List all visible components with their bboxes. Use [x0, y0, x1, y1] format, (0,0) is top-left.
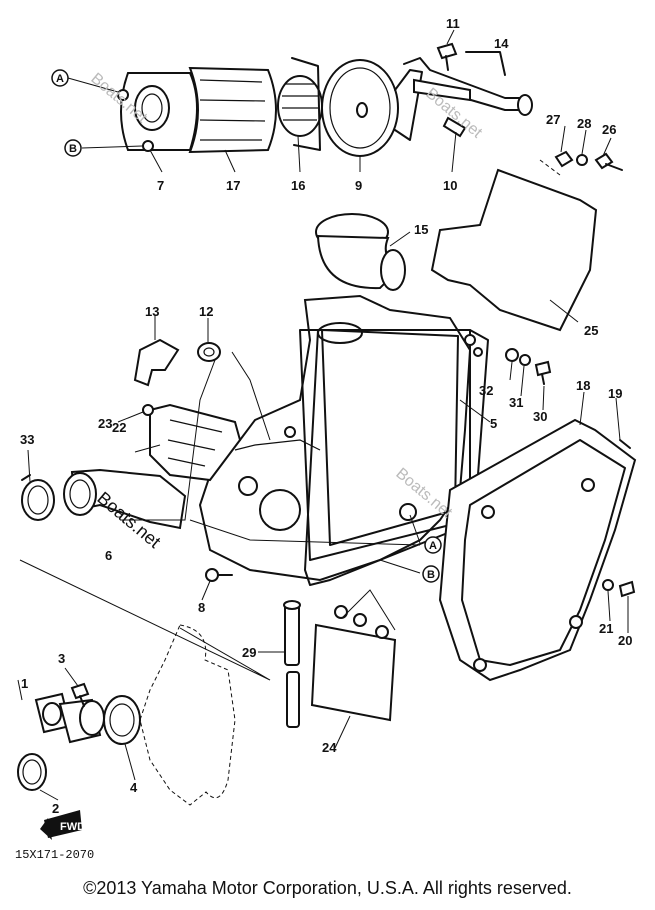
grommet-12-part — [197, 342, 221, 362]
pipe-29-part — [283, 600, 301, 728]
marker-a-top: A — [51, 69, 69, 87]
leader-lines — [17, 29, 629, 801]
part-number-label: 20 — [618, 633, 632, 648]
part-number-label: 31 — [509, 395, 523, 410]
part-number-label: 29 — [242, 645, 256, 660]
part-number-label: 13 — [145, 304, 159, 319]
part-number-label: 19 — [608, 386, 622, 401]
element-24-part — [310, 605, 397, 722]
part-number-label: 8 — [198, 600, 205, 615]
part-number-label: 26 — [602, 122, 616, 137]
hardware-26-28-part — [554, 150, 623, 171]
part-number-label: 21 — [599, 621, 613, 636]
marker-b-body: B — [422, 565, 440, 583]
part-number-label: 10 — [443, 178, 457, 193]
part-number-label: 24 — [322, 740, 337, 755]
svg-text:B: B — [427, 569, 435, 581]
svg-text:B: B — [69, 143, 77, 155]
part-number-labels: 1 2 3 4 5 6 7 8 9 10 11 12 13 14 15 16 1… — [20, 16, 632, 816]
part-number-label: 15 — [414, 222, 428, 237]
part-number-label: 5 — [490, 416, 497, 431]
screw-3-part — [70, 682, 90, 707]
cover-plate-25-part — [430, 168, 598, 332]
clamp-33-part — [21, 474, 55, 521]
part-number-label: 4 — [130, 780, 138, 795]
screw-11-part — [436, 42, 458, 71]
screw-23-part — [142, 404, 154, 416]
part-number-label: 27 — [546, 112, 560, 127]
fwd-label: FWD — [60, 821, 85, 833]
part-number-label: 3 — [58, 651, 65, 666]
part-number-label: 18 — [576, 378, 590, 393]
copyright-notice: ©2013 Yamaha Motor Corporation, U.S.A. A… — [83, 878, 572, 898]
band-bracket-part — [403, 57, 533, 138]
joint-13-part — [133, 338, 180, 387]
screw-8-part — [205, 568, 233, 582]
side-cover-part — [438, 418, 637, 682]
part-number-label: 23 — [98, 416, 112, 431]
part-number-label: 28 — [577, 116, 591, 131]
band-14-leader — [465, 51, 506, 76]
part-number-label: 7 — [157, 178, 164, 193]
part-number-label: 6 — [105, 548, 112, 563]
marker-b-top: B — [64, 139, 82, 157]
part-number-label: 30 — [533, 409, 547, 424]
filter-frame-part — [277, 57, 323, 151]
part-number-label: 22 — [112, 420, 126, 435]
clamp-4-part — [103, 695, 141, 745]
part-number-label: 32 — [479, 383, 493, 398]
marker-a-body: A — [424, 536, 442, 554]
intake-joint-6-part — [63, 468, 187, 530]
drawing-code: 15X171-2070 — [15, 848, 94, 862]
carburetor-outline — [139, 624, 236, 806]
air-box-part — [198, 294, 483, 582]
washers-30-32-part — [505, 348, 552, 385]
part-number-label: 1 — [21, 676, 28, 691]
part-number-label: 17 — [226, 178, 240, 193]
part-number-label: 33 — [20, 432, 34, 447]
part-number-label: 16 — [291, 178, 305, 193]
bolts-20-21-part — [602, 579, 636, 598]
part-number-label: 11 — [446, 16, 460, 31]
manifold-1-part — [34, 692, 105, 744]
filter-cap-part — [117, 72, 198, 152]
part-number-label: 2 — [52, 801, 59, 816]
part-number-label: 12 — [199, 304, 213, 319]
filter-element-part — [188, 66, 277, 154]
filter-cover-plate-part — [321, 59, 423, 157]
svg-text:A: A — [429, 540, 437, 552]
parts-diagram: FWD — [15, 16, 637, 862]
joint-15-part — [315, 213, 406, 291]
gasket-2-part — [17, 753, 47, 791]
part-number-label: 25 — [584, 323, 598, 338]
part-number-label: 9 — [355, 178, 362, 193]
part-number-label: 14 — [494, 36, 509, 51]
fwd-arrow: FWD — [40, 810, 85, 840]
svg-text:A: A — [56, 73, 64, 85]
